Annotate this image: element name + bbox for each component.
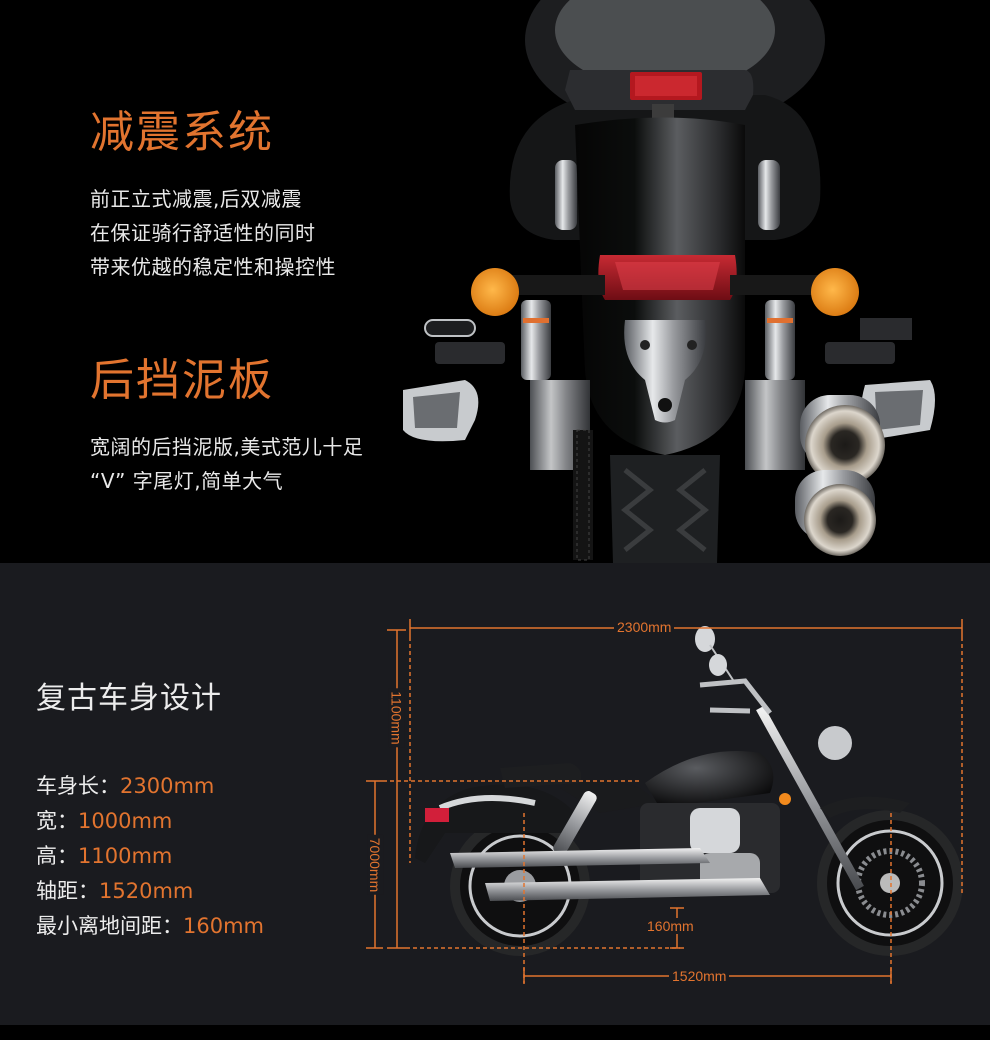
suspension-title: 减震系统 [90,107,274,158]
wheelbase-dimension-label: 1520mm [669,968,730,984]
spec-value: 160mm [183,914,264,938]
body-design-section: 复古车身设计 车身长：2300mm 宽：1000mm 高：1100mm 轴距：1… [0,563,990,1025]
spec-label: 最小离地间距： [36,914,183,938]
spec-length: 车身长：2300mm [36,769,264,804]
spec-label: 高： [36,844,78,868]
suspension-line-2: 在保证骑行舒适性的同时 [90,221,316,245]
seat-height-dimension-label: 7000mm [367,834,384,896]
rear-fender-feature: 后挡泥板 宽阔的后挡泥版,美式范儿十足 “V” 字尾灯,简单大气 [90,356,363,498]
length-dimension-label: 2300mm [614,619,675,635]
rear-fender-title: 后挡泥板 [90,355,274,406]
suspension-feature: 减震系统 前正立式减震,后双减震 在保证骑行舒适性的同时 带来优越的稳定性和操控… [90,108,336,284]
spec-label: 车身长： [36,774,120,798]
spec-label: 轴距： [36,879,99,903]
body-design-title: 复古车身设计 [36,681,222,716]
dimension-diagram: 2300mm 1100mm 7000mm 160mm 1520mm [0,563,990,1025]
rear-fender-line-1: 宽阔的后挡泥版,美式范儿十足 [90,435,364,459]
spec-ground-clearance: 最小离地间距：160mm [36,909,264,944]
motorcycle-rear-view-image [403,0,935,563]
suspension-description: 前正立式减震,后双减震 在保证骑行舒适性的同时 带来优越的稳定性和操控性 [90,182,336,284]
spec-list: 车身长：2300mm 宽：1000mm 高：1100mm 轴距：1520mm 最… [36,769,264,944]
suspension-line-3: 带来优越的稳定性和操控性 [90,255,336,279]
spec-label: 宽： [36,809,78,833]
rear-fender-line-2: “V” 字尾灯,简单大气 [90,469,284,493]
spec-value: 1000mm [78,809,173,833]
spec-height: 高：1100mm [36,839,264,874]
bottom-border [0,1025,990,1040]
motorcycle-side-view-image [366,619,963,984]
spec-value: 2300mm [120,774,215,798]
spec-value: 1520mm [99,879,194,903]
spec-value: 1100mm [78,844,173,868]
spec-wheelbase: 轴距：1520mm [36,874,264,909]
spec-width: 宽：1000mm [36,804,264,839]
ground-clearance-label: 160mm [644,918,697,934]
suspension-line-1: 前正立式减震,后双减震 [90,187,302,211]
suspension-fender-section: 减震系统 前正立式减震,后双减震 在保证骑行舒适性的同时 带来优越的稳定性和操控… [90,0,935,563]
height-dimension-label: 1100mm [388,688,405,748]
rear-fender-description: 宽阔的后挡泥版,美式范儿十足 “V” 字尾灯,简单大气 [90,430,363,498]
